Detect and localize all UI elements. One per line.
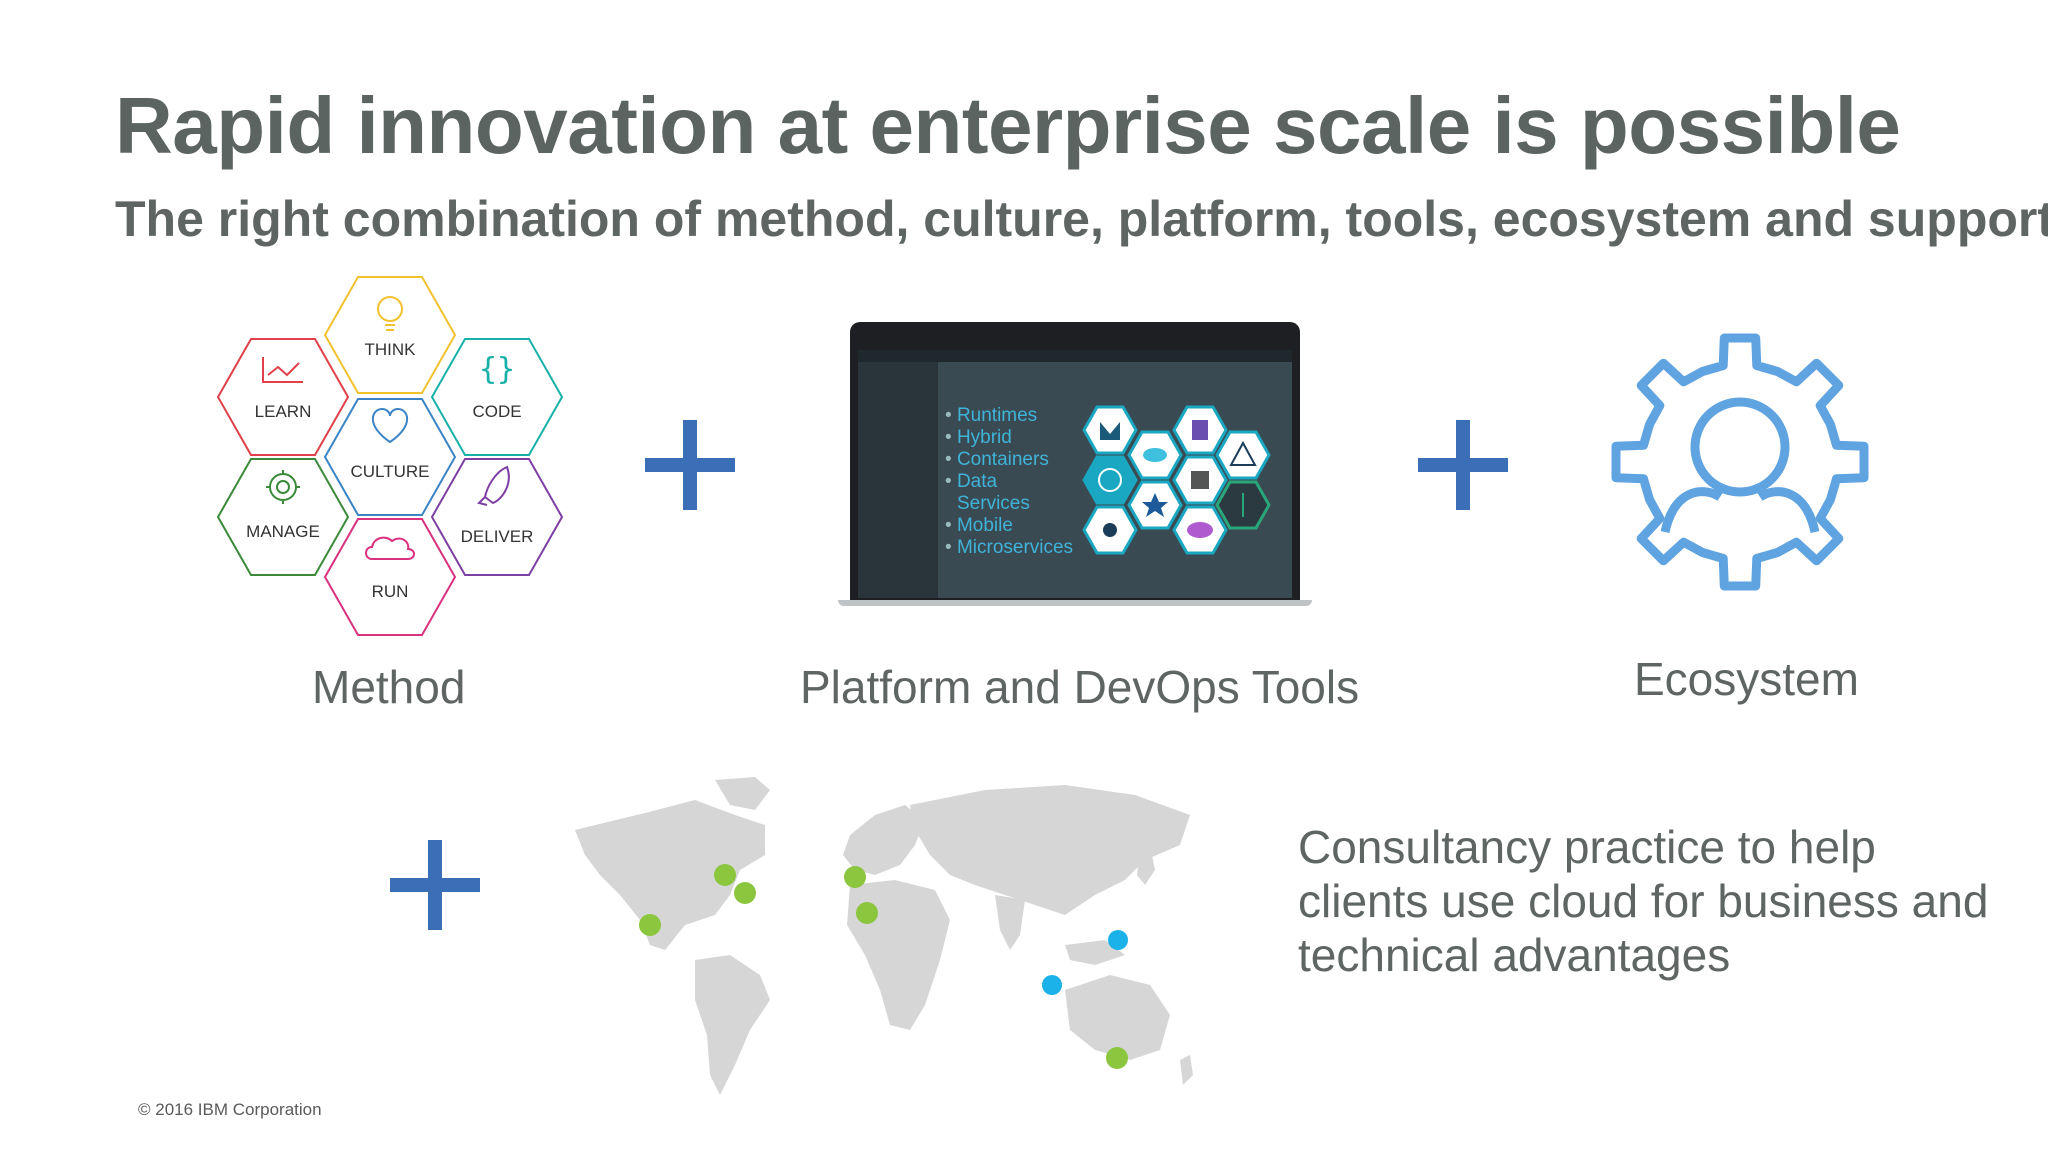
platform-item: Containers bbox=[945, 449, 1073, 471]
platform-hex-icon bbox=[1082, 505, 1138, 555]
plus-sign-3 bbox=[390, 840, 480, 930]
location-dot bbox=[1106, 1047, 1128, 1069]
platform-item: Runtimes bbox=[945, 405, 1073, 427]
laptop-topbar bbox=[858, 350, 1292, 362]
hex-culture: CULTURE bbox=[324, 398, 456, 516]
copyright: © 2016 IBM Corporation bbox=[138, 1100, 322, 1119]
platform-item: Hybrid bbox=[945, 427, 1073, 449]
hex-think: THINK bbox=[324, 276, 456, 394]
cloud-icon bbox=[365, 536, 415, 560]
caption-method: Method bbox=[312, 661, 466, 713]
platform-item: Data bbox=[945, 471, 1073, 493]
platform-hex-icon bbox=[1172, 505, 1228, 555]
location-dot bbox=[844, 866, 866, 888]
plus-sign-1 bbox=[645, 420, 735, 510]
platform-feature-list: Runtimes Hybrid Containers Data Services… bbox=[945, 405, 1073, 559]
hex-label-culture: CULTURE bbox=[350, 462, 429, 481]
line-chart-icon bbox=[262, 357, 303, 383]
platform-hex-icon bbox=[1215, 430, 1271, 480]
heart-icon bbox=[371, 407, 409, 444]
location-dot bbox=[1042, 975, 1062, 995]
method-hexagon-cluster: THINK LEARN {} CODE CULTURE MANAGE bbox=[217, 276, 563, 636]
map-land bbox=[575, 777, 1193, 1095]
location-dot bbox=[1108, 930, 1128, 950]
world-map bbox=[575, 777, 1193, 1095]
hex-label-run: RUN bbox=[372, 582, 409, 601]
laptop-sidebar bbox=[858, 350, 938, 598]
hex-manage: MANAGE bbox=[217, 458, 349, 576]
caption-ecosystem: Ecosystem bbox=[1634, 653, 1859, 705]
hex-deliver: DELIVER bbox=[431, 458, 563, 576]
location-dot bbox=[639, 914, 661, 936]
slide-subtitle: The right combination of method, culture… bbox=[115, 191, 2048, 247]
lightbulb-icon bbox=[377, 296, 403, 331]
hex-label-learn: LEARN bbox=[255, 402, 312, 421]
hex-run: RUN bbox=[324, 518, 456, 636]
platform-hex-icon bbox=[1127, 480, 1183, 530]
platform-hex-icon bbox=[1215, 480, 1271, 530]
braces-icon: {} bbox=[479, 352, 515, 387]
platform-hex-icon bbox=[1127, 430, 1183, 480]
consultancy-text: Consultancy practice to help clients use… bbox=[1298, 821, 1989, 981]
settings-gear-icon bbox=[266, 470, 300, 504]
platform-hex-icon bbox=[1172, 455, 1228, 505]
map-locations bbox=[639, 864, 1128, 1069]
platform-item: Services bbox=[957, 493, 1030, 514]
platform-hex-icon bbox=[1082, 455, 1138, 505]
location-dot bbox=[734, 882, 756, 904]
location-dot bbox=[714, 864, 736, 886]
hex-label-code: CODE bbox=[472, 402, 521, 421]
ecosystem-gear-icon bbox=[1611, 333, 1869, 591]
platform-item: Microservices bbox=[945, 537, 1073, 559]
caption-platform: Platform and DevOps Tools bbox=[800, 661, 1360, 713]
platform-item: Mobile bbox=[945, 515, 1073, 537]
hex-label-deliver: DELIVER bbox=[461, 527, 534, 546]
hex-learn: LEARN bbox=[217, 338, 349, 456]
slide-title: Rapid innovation at enterprise scale is … bbox=[115, 81, 1901, 170]
location-dot bbox=[856, 902, 878, 924]
plus-sign-2 bbox=[1418, 420, 1508, 510]
platform-hex-icons bbox=[1082, 405, 1271, 555]
hex-label-manage: MANAGE bbox=[246, 522, 320, 541]
hex-code: {} CODE bbox=[431, 338, 563, 456]
rocket-icon bbox=[477, 465, 510, 506]
platform-hex-icon bbox=[1082, 405, 1138, 455]
hex-label-think: THINK bbox=[365, 340, 417, 359]
platform-hex-icon bbox=[1172, 405, 1228, 455]
